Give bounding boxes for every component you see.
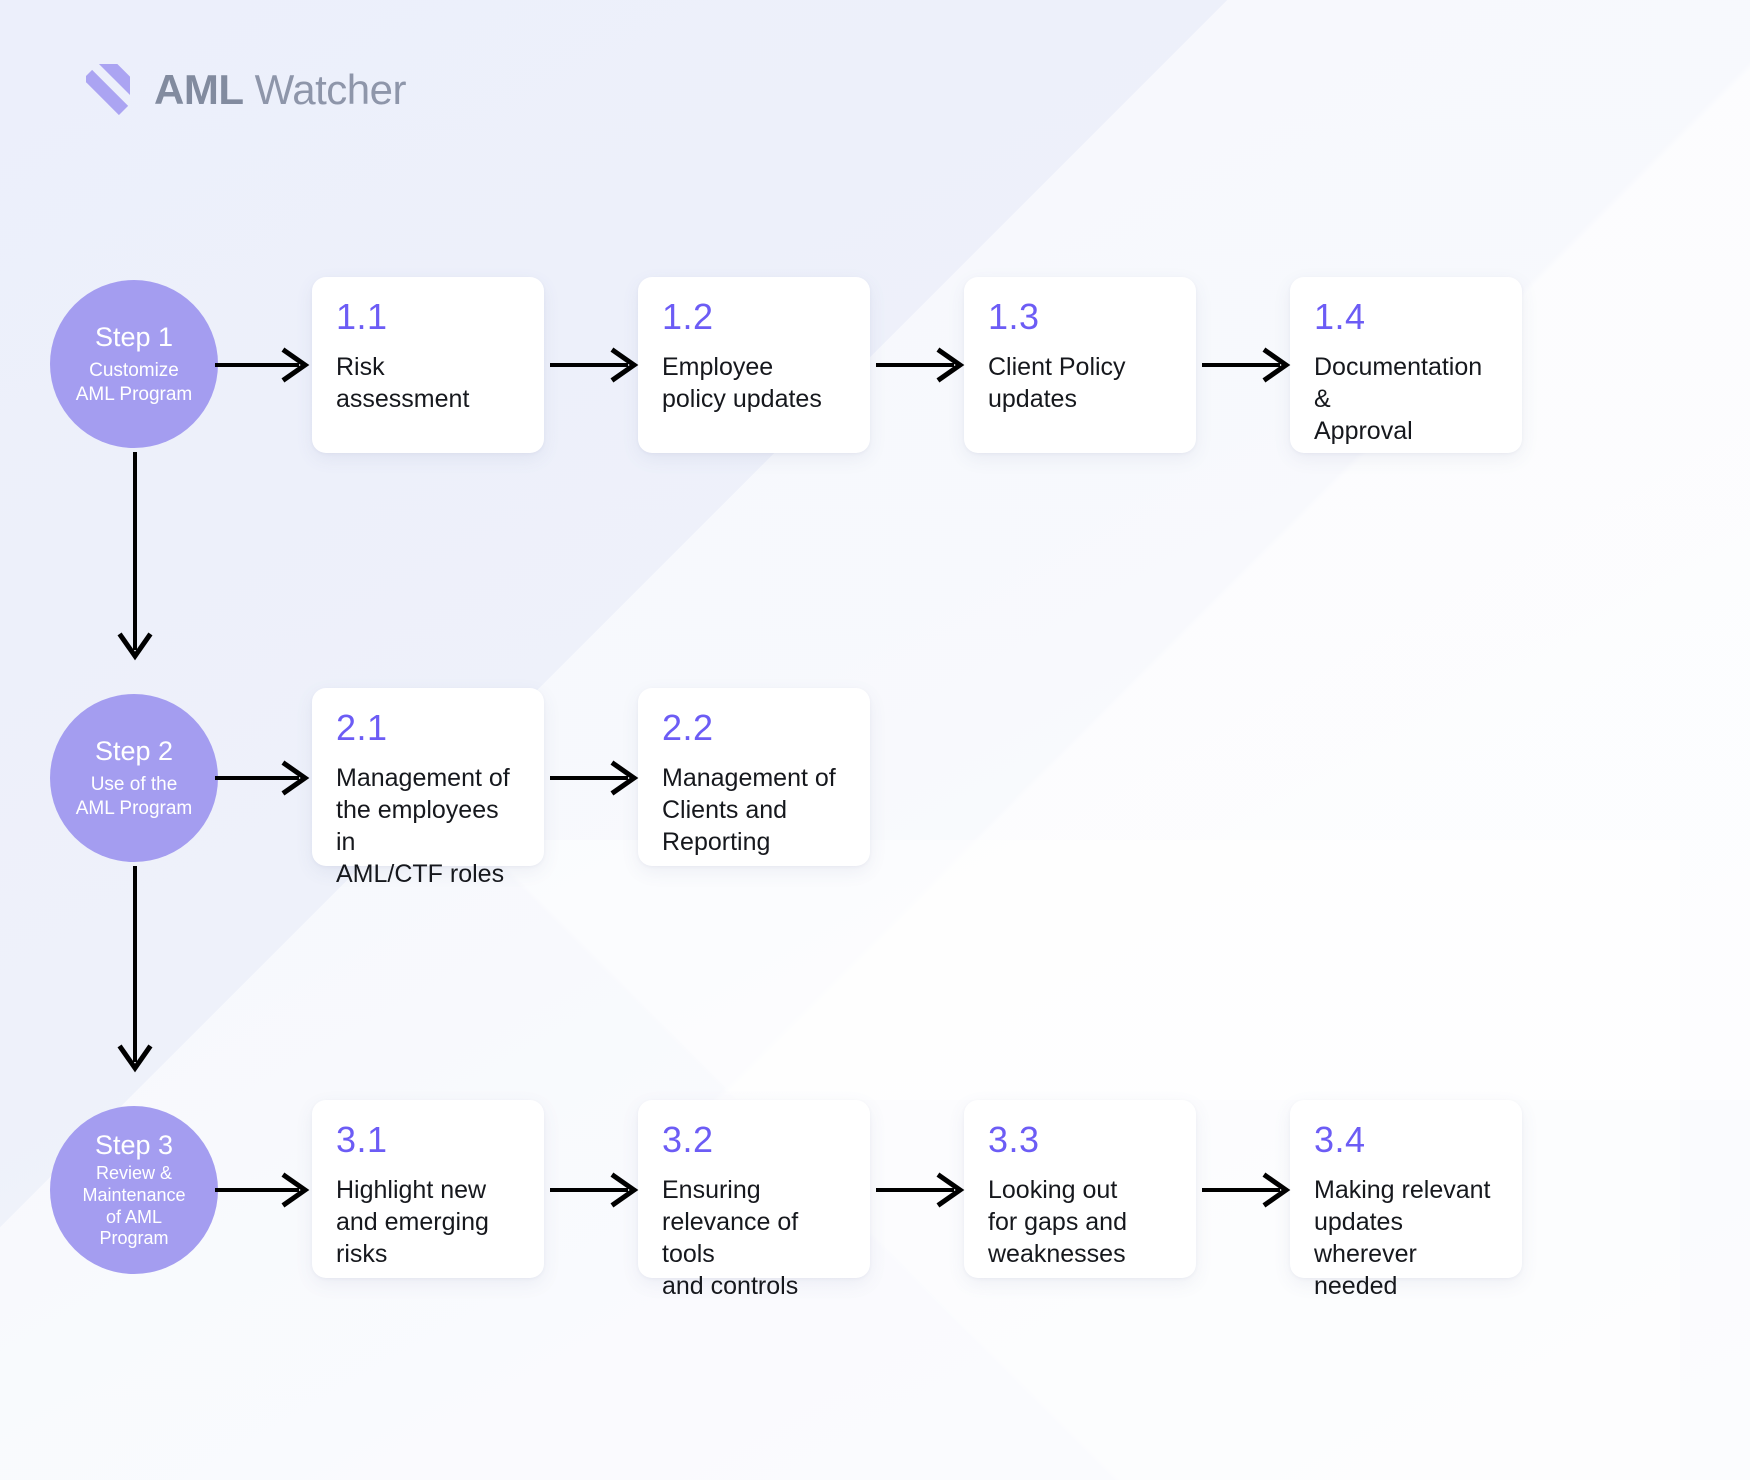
card-1-3[interactable]: 1.3 Client Policy updates	[964, 277, 1196, 453]
card-3-2-body: Ensuring relevance of tools and controls	[662, 1176, 799, 1300]
step-1-subtitle: Customize AML Program	[75, 360, 193, 405]
card-2-2-number: 2.2	[662, 707, 714, 748]
aml-watcher-logo-mark-icon	[80, 62, 136, 118]
card-2-2-body: Management of Clients and Reporting	[662, 764, 836, 856]
brand-name-bold: AML	[154, 66, 244, 113]
card-1-4-number: 1.4	[1314, 296, 1366, 337]
arrow-card-1-2-to-1-3	[876, 347, 965, 383]
arrow-step1-to-card-1-1	[215, 347, 310, 383]
arrow-step2-to-step3	[117, 866, 153, 1073]
step-1-title: Step 1	[94, 322, 174, 353]
card-3-3[interactable]: 3.3 Looking out for gaps and weaknesses	[964, 1100, 1196, 1278]
background-wedge-upper	[620, 0, 1750, 1100]
arrow-step2-to-card-2-1	[215, 760, 310, 796]
card-1-1-number: 1.1	[336, 296, 388, 337]
card-3-4-body: Making relevant updates wherever needed	[1314, 1176, 1491, 1300]
step-3-subtitle: Review & Maintenance of AML Program	[82, 1162, 186, 1249]
step-circle-3[interactable]: Step 3 Review & Maintenance of AML Progr…	[50, 1106, 218, 1274]
card-2-1-body: Management of the employees in AML/CTF r…	[336, 764, 510, 888]
card-3-4-number: 3.4	[1314, 1119, 1366, 1160]
arrow-step3-to-card-3-1	[215, 1172, 310, 1208]
step-3-title: Step 3	[94, 1129, 174, 1160]
card-1-1-body: Risk assessment	[336, 353, 470, 413]
arrow-card-1-3-to-1-4	[1202, 347, 1291, 383]
card-1-4-body: Documentation & Approval	[1314, 353, 1483, 445]
card-3-1-number: 3.1	[336, 1119, 388, 1160]
step-2-title: Step 2	[94, 736, 174, 767]
card-3-1[interactable]: 3.1 Highlight new and emerging risks	[312, 1100, 544, 1278]
brand-logo: AML Watcher	[80, 62, 406, 118]
arrow-card-3-1-to-3-2	[550, 1172, 639, 1208]
brand-name-light: Watcher	[243, 66, 407, 113]
card-3-2-number: 3.2	[662, 1119, 714, 1160]
step-circle-1[interactable]: Step 1 Customize AML Program	[50, 280, 218, 448]
card-3-3-number: 3.3	[988, 1119, 1040, 1160]
card-1-2[interactable]: 1.2 Employee policy updates	[638, 277, 870, 453]
arrow-card-1-1-to-1-2	[550, 347, 639, 383]
card-1-3-body: Client Policy updates	[988, 353, 1126, 413]
arrow-card-3-3-to-3-4	[1202, 1172, 1291, 1208]
card-1-2-body: Employee policy updates	[662, 353, 822, 413]
card-3-1-body: Highlight new and emerging risks	[336, 1176, 489, 1268]
card-1-2-number: 1.2	[662, 296, 714, 337]
arrow-card-2-1-to-2-2	[550, 760, 639, 796]
card-1-4[interactable]: 1.4 Documentation & Approval	[1290, 277, 1522, 453]
card-3-3-body: Looking out for gaps and weaknesses	[988, 1176, 1127, 1268]
arrow-step1-to-step2	[117, 452, 153, 661]
card-3-4[interactable]: 3.4 Making relevant updates wherever nee…	[1290, 1100, 1522, 1300]
card-1-1[interactable]: 1.1 Risk assessment	[312, 277, 544, 453]
card-2-2[interactable]: 2.2 Management of Clients and Reporting	[638, 688, 870, 866]
card-1-3-number: 1.3	[988, 296, 1040, 337]
arrow-card-3-2-to-3-3	[876, 1172, 965, 1208]
card-2-1-number: 2.1	[336, 707, 388, 748]
brand-wordmark: AML Watcher	[154, 66, 406, 114]
card-2-1[interactable]: 2.1 Management of the employees in AML/C…	[312, 688, 544, 888]
step-circle-2[interactable]: Step 2 Use of the AML Program	[50, 694, 218, 862]
card-3-2[interactable]: 3.2 Ensuring relevance of tools and cont…	[638, 1100, 870, 1300]
step-2-subtitle: Use of the AML Program	[75, 774, 193, 819]
